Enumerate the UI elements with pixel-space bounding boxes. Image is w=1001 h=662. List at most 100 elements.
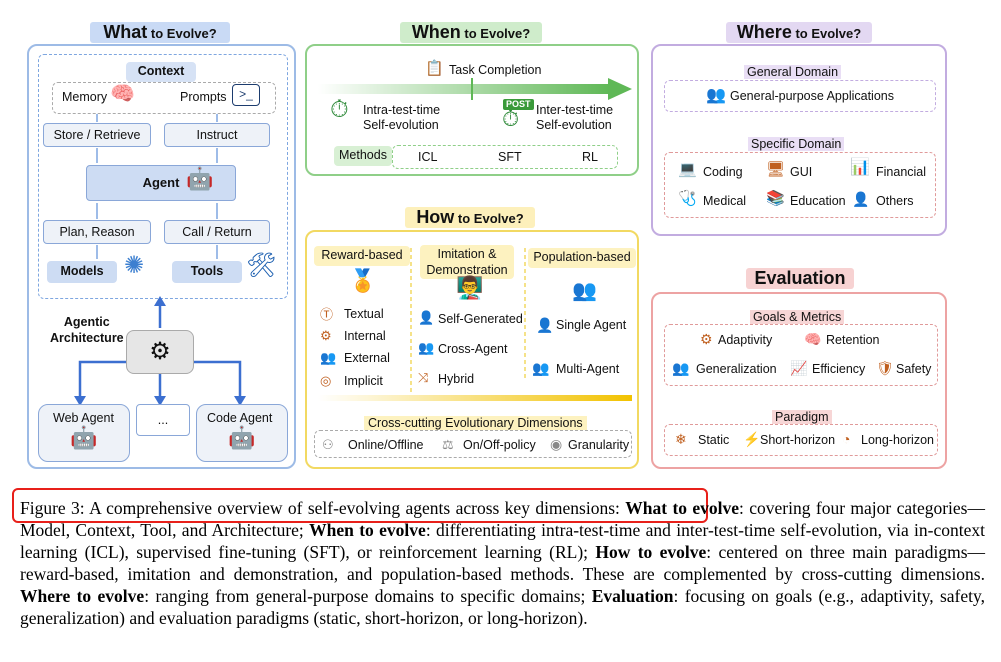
implicit-icon: ◎: [320, 373, 332, 388]
reward-external: External: [344, 351, 390, 365]
cross-cutting-row: [314, 430, 632, 458]
adaptivity-icon: ⚙: [700, 331, 713, 347]
paradigm-static: Static: [698, 433, 730, 447]
call-return-box: Call / Return: [164, 220, 270, 244]
evaluation-title: Evaluation: [746, 268, 854, 289]
evaluation-panel: [651, 292, 947, 469]
where-title: Where to Evolve?: [726, 22, 872, 43]
paradigm-label: Paradigm: [772, 410, 832, 424]
figure-caption: Figure 3: A comprehensive overview of se…: [20, 497, 985, 629]
method-rl: RL: [582, 150, 598, 164]
domain-medical: Medical: [703, 194, 747, 208]
models-box: Models: [47, 261, 117, 283]
specific-domain-label: Specific Domain: [748, 137, 845, 151]
openai-icon: ✺: [124, 252, 145, 279]
group-icon: 👥: [572, 280, 597, 302]
when-panel: [305, 44, 639, 176]
medical-icon: 🩺: [678, 190, 697, 207]
what-title: What to Evolve?: [90, 22, 230, 43]
paradigm-box: [664, 424, 938, 456]
goals-metrics-label: Goals & Metrics: [750, 310, 845, 324]
domain-others: Others: [876, 194, 914, 208]
context-label: Context: [126, 62, 196, 82]
prompt-icon: >_: [232, 84, 260, 106]
plan-reason-box: Plan, Reason: [43, 220, 151, 244]
reward-implicit: Implicit: [344, 374, 383, 388]
online-icon: ⚇: [322, 437, 334, 452]
general-domain-box: [664, 80, 936, 112]
policy-icon: ⚖: [442, 437, 454, 452]
cross-online-offline: Online/Offline: [348, 438, 424, 452]
store-retrieve-box: Store / Retrieve: [43, 123, 151, 147]
education-icon: 📚: [766, 190, 785, 207]
financial-icon: 📊: [850, 159, 870, 176]
caption-when-text: : differentiating intra-test-time and in…: [20, 520, 986, 562]
reward-textual: Textual: [344, 307, 384, 321]
web-agent-label: Web Agent: [53, 411, 114, 425]
cross-cutting-label: Cross-cutting Evolutionary Dimensions: [364, 416, 587, 430]
goal-safety: Safety: [896, 362, 932, 376]
what-panel: [27, 44, 296, 469]
prompts-label: Prompts: [180, 90, 227, 104]
general-apps-icon: 👥: [706, 87, 726, 104]
code-agent-box: [196, 404, 288, 462]
agent-box: Agent: [86, 165, 236, 201]
external-icon: 👥: [320, 350, 337, 365]
gui-icon: 🖥: [766, 161, 786, 178]
domain-gui: GUI: [790, 165, 813, 179]
caption-eval-text: : focusing on goals (e.g., adaptivity, s…: [20, 586, 985, 628]
stopwatch-gear-icon: ⏱: [330, 96, 349, 123]
post-badge: POST: [503, 99, 534, 110]
population-single-agent: Single Agent: [556, 318, 627, 332]
goals-metrics-box: [664, 324, 938, 386]
goal-generalization: Generalization: [696, 362, 777, 376]
others-icon: 👤: [852, 191, 870, 207]
general-domain-label: General Domain: [744, 65, 842, 79]
population-based-label: Population-based: [528, 248, 636, 268]
instruct-box: Instruct: [164, 123, 270, 147]
caption-highlight-box: [12, 488, 708, 523]
intra-test-label: Intra-test-time Self-evolution: [363, 103, 441, 132]
agentic-architecture-label: Agentic Architecture: [50, 315, 124, 345]
domain-coding: Coding: [703, 165, 743, 179]
imitation-self-generated: Self-Generated: [438, 312, 523, 326]
static-icon: ❄: [675, 431, 687, 447]
paradigm-long-horizon: Long-horizon: [861, 433, 934, 447]
brain-icon: 🧠: [110, 83, 135, 105]
imitation-hybrid: Hybrid: [438, 372, 475, 386]
wrench-icon: 🛠: [246, 252, 277, 279]
paradigm-short-horizon: Short-horizon: [760, 433, 836, 447]
caption-when-bold: When to evolve: [309, 520, 426, 540]
generalization-icon: 👥: [672, 360, 690, 376]
domain-education: Education: [790, 194, 846, 208]
architecture-icon-box: ⚙: [126, 330, 194, 374]
memory-label: Memory: [62, 90, 108, 104]
how-panel: [305, 230, 639, 469]
domain-financial: Financial: [876, 165, 927, 179]
safety-icon: 🛡: [876, 360, 894, 376]
hybrid-icon: ⤨: [418, 370, 429, 385]
specific-domain-box: [664, 152, 936, 218]
medal-icon: 🏅: [349, 268, 377, 293]
web-agent-box: [38, 404, 130, 462]
ellipsis-box: ...: [136, 404, 190, 436]
web-robot-icon: 🤖: [70, 425, 98, 450]
robot-icon: 🤖: [186, 166, 214, 191]
reward-based-label: Reward-based: [314, 246, 410, 266]
checklist-icon: 📋: [425, 60, 444, 77]
caption-what-bold: What to evolve: [625, 498, 740, 518]
caption-where-bold: Where to evolve: [20, 586, 145, 606]
when-title: When to Evolve?: [400, 22, 542, 43]
tools-box: Tools: [172, 261, 242, 283]
goal-efficiency: Efficiency: [812, 362, 866, 376]
how-title: How to Evolve?: [405, 207, 535, 228]
general-apps-label: General-purpose Applications: [730, 89, 894, 103]
self-generated-icon: 👤: [418, 310, 435, 325]
method-sft: SFT: [498, 150, 522, 164]
imitation-label: Imitation & Demonstration: [420, 245, 514, 279]
teacher-icon: 👨‍🏫: [456, 275, 484, 300]
retention-icon: 🧠: [804, 331, 822, 347]
caption-eval-bold: Evaluation: [591, 586, 674, 606]
cross-granularity: Granularity: [568, 438, 630, 452]
where-panel: [651, 44, 947, 236]
